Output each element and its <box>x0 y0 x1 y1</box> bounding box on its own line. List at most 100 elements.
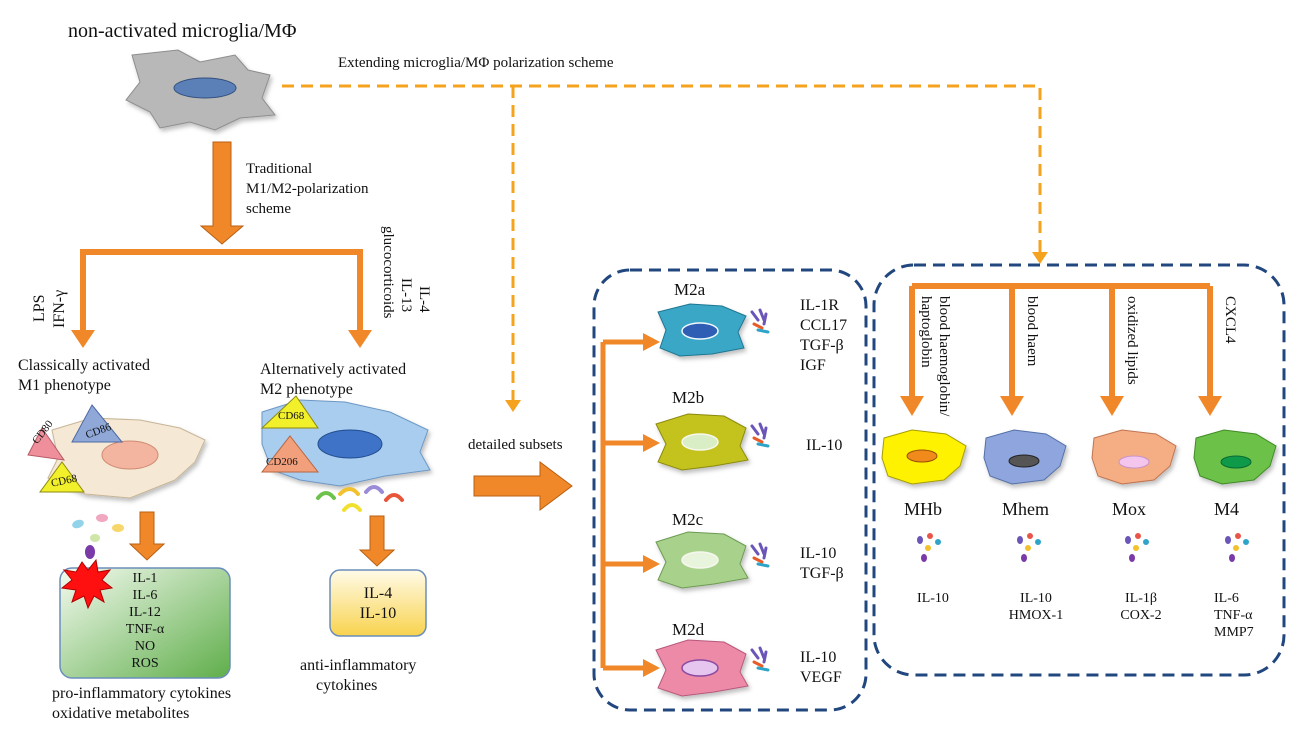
cd68-label-m2: CD68 <box>278 410 305 422</box>
m4-marker-2: TNF-α <box>1214 608 1253 623</box>
extended-product-dots <box>917 533 1249 562</box>
mhem-arrowhead <box>1000 396 1024 416</box>
m4-markers: IL-6 TNF-α MMP7 <box>1214 590 1254 641</box>
mhb-stimulus-1: blood haemoglobin/ <box>936 296 952 417</box>
m1-m2-bracket <box>80 249 363 330</box>
title: non-activated microglia/MΦ <box>68 20 297 42</box>
traditional-line-3: scheme <box>246 201 291 217</box>
mhb-arrowhead <box>900 396 924 416</box>
m4-cell <box>1193 429 1277 485</box>
subset-receptor-icons <box>750 308 770 672</box>
m2-products-box <box>329 569 427 637</box>
mox-name: Mox <box>1112 499 1147 519</box>
cd68-triangle-m2 <box>260 395 319 429</box>
mox-marker-2: COX-2 <box>1120 608 1162 623</box>
mox-stimulus: oxidized lipids <box>1124 296 1140 385</box>
m1-nucleus <box>101 440 159 470</box>
dash-arrowhead-subsets <box>505 400 521 412</box>
extended-bracket <box>909 283 1213 398</box>
cd68-triangle-m1 <box>39 461 85 493</box>
m2-label-2: M2 phenotype <box>260 381 353 398</box>
m2d-cell <box>655 639 749 697</box>
m1-product-ovals <box>72 514 124 559</box>
m2-stimulus-il13: IL-13 <box>398 278 414 313</box>
m1-product-1: IL-1 <box>132 571 158 586</box>
m2-stimulus-gluco: glucocorticoids <box>380 226 396 319</box>
m2c-marker-1: IL-10 <box>800 545 837 562</box>
m1-products-arrow <box>128 511 166 561</box>
cd206-triangle <box>260 435 320 473</box>
m1-stimulus-lps: LPS <box>31 294 48 322</box>
cd86-triangle <box>71 404 124 443</box>
m1-product-5: NO <box>134 639 156 654</box>
mox-arrowhead <box>1100 396 1124 416</box>
m2-products-arrow <box>358 515 396 567</box>
m1-label-1: Classically activated <box>18 357 150 374</box>
m1-product-3: IL-12 <box>129 605 161 620</box>
m2d-markers: IL-10 VEGF <box>800 648 842 688</box>
dash-arrowhead-extended <box>1032 252 1048 264</box>
m1-product-2: IL-6 <box>132 588 158 603</box>
m2b-cell <box>655 413 749 471</box>
resting-nucleus <box>173 77 237 99</box>
m4-arrowhead <box>1198 396 1222 416</box>
m1-caption-2: oxidative metabolites <box>52 705 190 722</box>
red-burst <box>60 558 114 610</box>
m2a-marker-4: IGF <box>800 357 826 374</box>
mhb-name: MHb <box>904 499 943 519</box>
m2-arrowhead <box>348 330 372 348</box>
m2-stimulus-il4: IL-4 <box>416 286 432 313</box>
m2-product-1: IL-4 <box>363 585 393 602</box>
extending-label: Extending microglia/MΦ polarization sche… <box>338 55 614 71</box>
m1-product-6: ROS <box>131 656 159 671</box>
mhem-stimulus: blood haem <box>1024 296 1040 367</box>
traditional-line-2: M1/M2-polarization <box>246 181 369 197</box>
m2c-name: M2c <box>672 510 704 529</box>
m2-caption-1: anti-inflammatory <box>300 657 417 674</box>
m2a-marker-2: CCL17 <box>800 317 848 334</box>
m1-label-2: M1 phenotype <box>18 377 111 394</box>
subsets-bracket <box>600 339 645 671</box>
m2b-marker-1: IL-10 <box>806 437 843 454</box>
m2c-marker-2: TGF-β <box>800 565 844 582</box>
m2-products: IL-4 IL-10 <box>330 584 426 624</box>
mhem-cell <box>983 429 1067 485</box>
mhem-marker-2: HMOX-1 <box>1008 608 1064 623</box>
m2a-cell <box>657 303 747 357</box>
mhem-markers: IL-10 HMOX-1 <box>996 590 1076 624</box>
mhem-marker-1: IL-10 <box>1020 591 1052 606</box>
mox-cell <box>1091 429 1177 485</box>
m1-stimulus-ifn: IFN-γ <box>51 289 68 328</box>
mox-marker-1: IL-1β <box>1125 591 1157 606</box>
m1-caption-1: pro-inflammatory cytokines <box>52 685 232 702</box>
m1-arrowhead <box>71 330 95 348</box>
m2c-markers: IL-10 TGF-β <box>800 544 844 584</box>
m2a-marker-1: IL-1R <box>800 297 840 314</box>
m2a-arrowhead <box>643 333 660 351</box>
subsets-box <box>592 268 868 712</box>
cd80-triangle <box>27 427 66 461</box>
m2d-arrowhead <box>643 659 660 677</box>
mhb-marker-1: IL-10 <box>917 591 949 606</box>
mox-markers: IL-1β COX-2 <box>1106 590 1176 624</box>
m2-label-1: Alternatively activated <box>260 361 407 378</box>
m1-product-4: TNF-α <box>125 622 165 637</box>
m2a-marker-3: TGF-β <box>800 337 844 354</box>
m2-product-2: IL-10 <box>359 605 397 622</box>
m2d-name: M2d <box>672 620 705 639</box>
m4-marker-1: IL-6 <box>1214 591 1239 606</box>
m2d-marker-1: IL-10 <box>800 649 837 666</box>
detailed-subsets-arrow <box>473 461 573 511</box>
detailed-subsets-label: detailed subsets <box>468 437 563 453</box>
m1-products: IL-1 IL-6 IL-12 TNF-α NO ROS <box>100 570 190 672</box>
traditional-arrow <box>199 141 245 245</box>
m2c-cell <box>655 531 749 589</box>
mhb-cell <box>881 429 967 485</box>
m2a-markers: IL-1R CCL17 TGF-β IGF <box>800 296 847 376</box>
cd206-label: CD206 <box>266 456 298 468</box>
m1-products-box <box>59 567 231 679</box>
traditional-line-1: Traditional <box>246 161 313 177</box>
mhem-name: Mhem <box>1002 499 1049 519</box>
